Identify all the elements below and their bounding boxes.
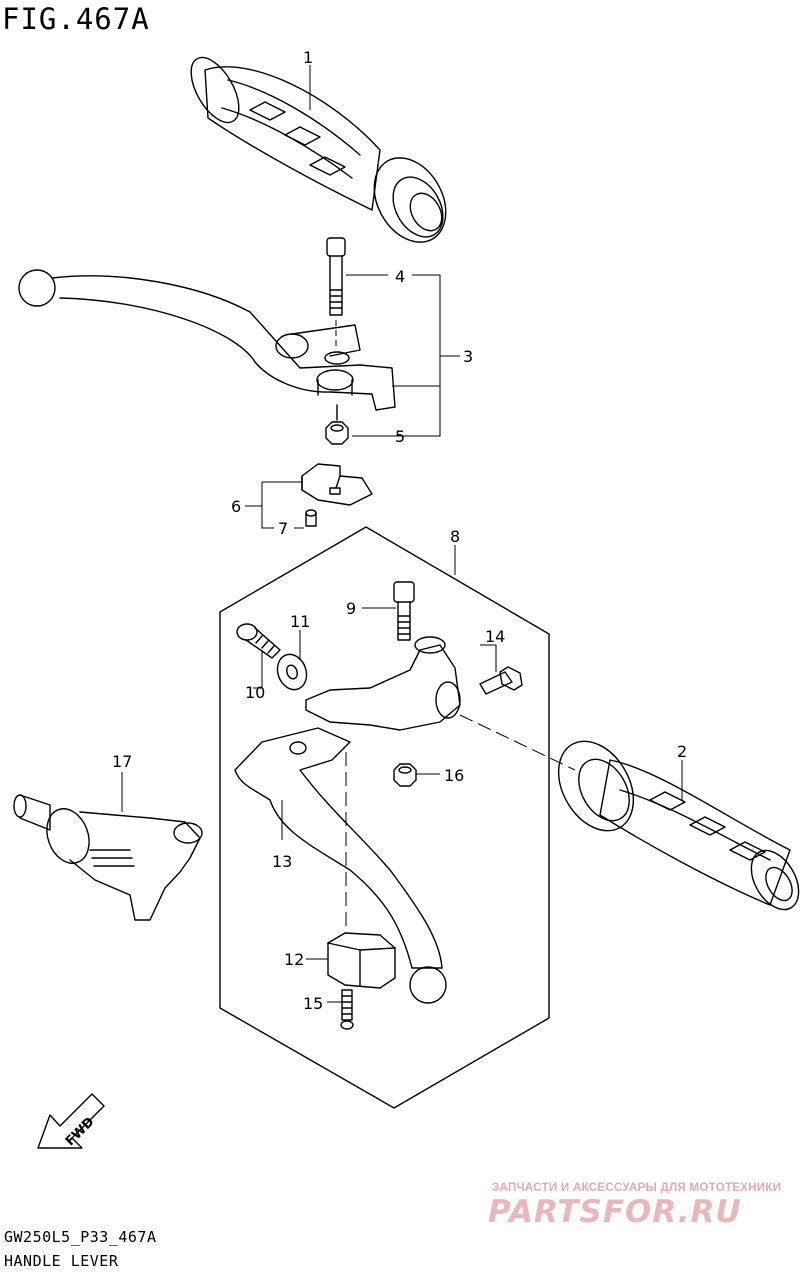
pivot-bolt-part bbox=[326, 237, 346, 316]
callout-labels: 1 2 3 4 5 6 7 8 9 10 11 12 13 14 15 16 1… bbox=[112, 48, 687, 1013]
right-grip-part bbox=[557, 740, 800, 911]
brake-lever-part bbox=[18, 269, 396, 411]
callout-7: 7 bbox=[278, 519, 288, 538]
callout-5: 5 bbox=[395, 427, 405, 446]
callout-14: 14 bbox=[485, 627, 505, 646]
holder-nut-part bbox=[393, 763, 417, 787]
callout-2: 2 bbox=[677, 742, 687, 761]
clutch-lever-part bbox=[234, 727, 447, 1004]
fwd-arrow-icon bbox=[37, 1093, 105, 1149]
callout-12: 12 bbox=[284, 950, 304, 969]
callout-13: 13 bbox=[272, 852, 292, 871]
clutch-switch-part bbox=[327, 932, 396, 989]
nut-part bbox=[325, 404, 349, 445]
footer-caption: HANDLE LEVER bbox=[4, 1252, 119, 1270]
callout-9: 9 bbox=[346, 599, 356, 618]
watermark-tagline: ЗАПЧАСТИ И АКСЕССУАРЫ ДЛЯ МОТОТЕХНИКИ bbox=[492, 1182, 782, 1194]
callout-1: 1 bbox=[303, 48, 313, 67]
lever-guard-part bbox=[13, 794, 203, 921]
callout-3: 3 bbox=[463, 347, 473, 366]
callout-15: 15 bbox=[303, 994, 323, 1013]
watermark-logo: PARTSFOR.RU bbox=[488, 1194, 742, 1230]
throttle-grip-part bbox=[190, 56, 447, 243]
callout-16: 16 bbox=[444, 766, 464, 785]
figure-title: FIG.467A bbox=[2, 2, 150, 36]
adjuster-bolt-part bbox=[479, 666, 523, 695]
callout-17: 17 bbox=[112, 752, 132, 771]
callout-6: 6 bbox=[231, 497, 241, 516]
callout-4: 4 bbox=[395, 267, 405, 286]
switch-screw-part bbox=[340, 989, 354, 1030]
callout-8: 8 bbox=[450, 527, 460, 546]
screw-part bbox=[305, 509, 317, 527]
callout-10: 10 bbox=[245, 683, 265, 702]
footer-code: GW250L5_P33_467A bbox=[4, 1228, 157, 1246]
clutch-assembly-outline bbox=[219, 526, 550, 1109]
brake-switch-part bbox=[301, 463, 373, 506]
lock-washer-part bbox=[276, 653, 308, 691]
bracket-screw-part bbox=[236, 623, 281, 659]
lever-holder-part bbox=[305, 636, 461, 731]
callout-11: 11 bbox=[290, 612, 310, 631]
leader-lines bbox=[121, 65, 683, 1003]
lever-bolt-part bbox=[393, 581, 415, 641]
